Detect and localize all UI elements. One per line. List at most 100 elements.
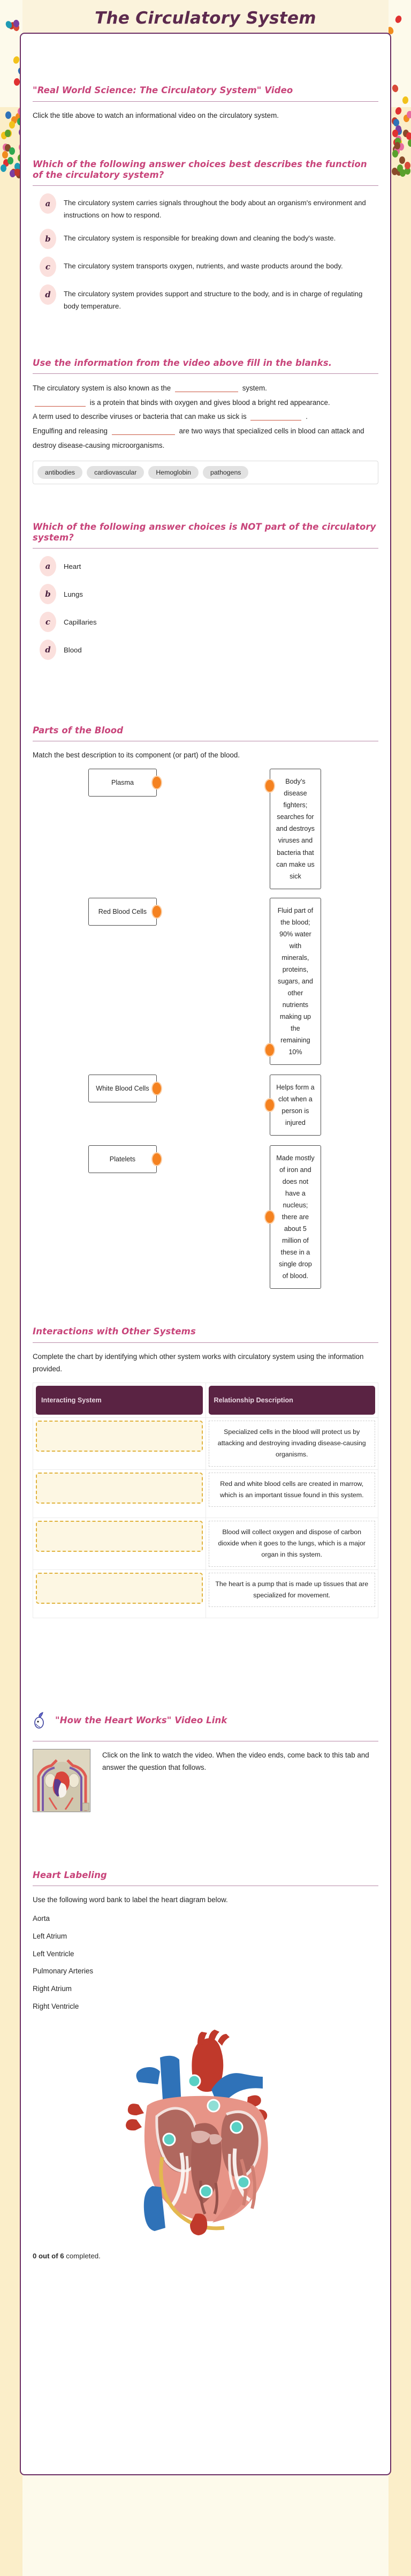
word-chip[interactable]: Hemoglobin [148,465,199,479]
choice-option[interactable]: a Heart [33,556,378,577]
divider [33,548,378,549]
match-knob-icon[interactable] [264,1098,275,1113]
heart-video-thumbnail[interactable] [33,1748,90,1812]
match-description-box[interactable]: Made mostly of iron and does not have a … [264,1145,321,1289]
fib-text-before: A term used to describe viruses or bacte… [33,412,247,421]
match-term-box[interactable]: Red Blood Cells [88,897,162,926]
label-hotspot-aorta[interactable] [187,2074,201,2088]
choice-label: The circulatory system provides support … [64,290,363,310]
match-term-label: Plasma [111,779,134,787]
choice-option[interactable]: b Lungs [33,584,378,605]
description-cell: Red and white blood cells are created in… [205,1469,378,1518]
word-bank-item[interactable]: Left Atrium [33,1932,67,1940]
question-function-heading: Which of the following answer choices be… [33,159,367,180]
question-not-part-heading: Which of the following answer choices is… [33,521,376,543]
video-section-instruction: Click the title above to watch an inform… [33,111,279,119]
match-knob-icon[interactable] [151,776,162,790]
label-hotspot-right-ventricle[interactable] [199,2184,213,2198]
match-description-label: Fluid part of the blood; 90% water with … [277,906,314,1056]
fill-blank-input-3[interactable] [250,412,302,421]
table-header-row: Interacting System Relationship Descript… [33,1382,378,1418]
right-side-band [389,107,411,2576]
fill-blank-line-1: The circulatory system is also known as … [33,381,378,396]
worksheet-card: "Real World Science: The Circulatory Sys… [20,33,391,2476]
choice-letter: a [40,556,56,577]
match-knob-icon[interactable] [151,1152,162,1167]
match-row: Platelets Made mostly of iron and does n… [33,1145,378,1289]
system-drop-target[interactable] [36,1572,203,1604]
match-knob-icon[interactable] [151,1082,162,1095]
interactions-heading: Interactions with Other Systems [33,1326,196,1337]
match-term-box[interactable]: Plasma [88,769,162,797]
word-chip[interactable]: cardiovascular [87,465,144,479]
word-bank-item[interactable]: Right Ventricle [33,2002,79,2011]
choice-option[interactable]: d Blood [33,640,378,660]
description-cell: Specialized cells in the blood will prot… [205,1417,378,1470]
table-row: Blood will collect oxygen and dispose of… [33,1517,378,1570]
fill-blanks-heading: Use the information from the video above… [33,357,332,368]
heart-diagram-wrapper [33,2025,378,2242]
table-header-cell: Relationship Description [205,1382,378,1418]
left-side-band [0,107,22,2576]
match-knob-icon[interactable] [264,779,275,793]
fib-text-before: Engulfing and releasing [33,427,108,435]
match-term-box[interactable]: White Blood Cells [88,1075,162,1102]
fill-blank-input-1[interactable] [174,384,238,392]
match-row: Plasma Body's disease fighters; searches… [33,769,378,889]
match-description-box[interactable]: Helps form a clot when a person is injur… [264,1075,321,1136]
system-drop-cell[interactable] [33,1569,206,1618]
match-term-label: White Blood Cells [96,1084,149,1092]
spacer [33,667,378,725]
choice-option[interactable]: a The circulatory system carries signals… [33,193,378,221]
match-description-label: Body's disease fighters; searches for an… [276,778,315,880]
match-description-box[interactable]: Fluid part of the blood; 90% water with … [264,897,321,1065]
word-bank-item[interactable]: Left Ventricle [33,1949,74,1958]
choice-option[interactable]: c Capillaries [33,612,378,633]
match-knob-icon[interactable] [264,1043,275,1057]
system-drop-cell[interactable] [33,1517,206,1570]
spacer [33,320,378,358]
choice-option[interactable]: c The circulatory system transports oxyg… [33,257,378,277]
word-chip[interactable]: pathogens [203,465,249,479]
word-bank-item[interactable]: Aorta [33,1914,50,1922]
spacer [33,1289,378,1326]
fill-blank-input-4[interactable] [111,427,175,435]
label-hotspot-left-atrium[interactable] [230,2120,243,2134]
match-knob-icon[interactable] [151,904,162,919]
choice-letter: a [40,193,56,214]
word-bank-item[interactable]: Pulmonary Arteries [33,1967,94,1976]
choice-label: Heart [64,562,81,571]
choice-option[interactable]: d The circulatory system provides suppor… [33,284,378,312]
completion-count: 0 out of 6 [33,2251,64,2260]
video-section-heading[interactable]: "Real World Science: The Circulatory Sys… [33,85,293,96]
heart-diagram-image[interactable] [101,2025,310,2240]
system-drop-cell[interactable] [33,1417,206,1470]
choice-option[interactable]: b The circulatory system is responsible … [33,229,378,250]
system-drop-cell[interactable] [33,1469,206,1518]
choice-label: The circulatory system transports oxygen… [64,262,343,271]
heart-label-hotspots [162,2074,250,2198]
system-drop-target[interactable] [36,1420,203,1452]
divider [33,101,378,102]
parts-of-blood-heading: Parts of the Blood [33,725,124,736]
match-description-label: Helps form a clot when a person is injur… [276,1084,315,1127]
label-hotspot-left-ventricle[interactable] [237,2175,250,2189]
description-label: Specialized cells in the blood will prot… [208,1420,375,1467]
heart-video-heading[interactable]: "How the Heart Works" Video Link [55,1715,227,1725]
system-drop-target[interactable] [36,1520,203,1552]
description-label: Red and white blood cells are created in… [208,1472,375,1507]
word-chip[interactable]: antibodies [37,465,83,479]
label-hotspot-right-atrium[interactable] [162,2132,176,2146]
match-description-box[interactable]: Body's disease fighters; searches for an… [264,769,321,889]
table-row: The heart is a pump that is made up tiss… [33,1569,378,1618]
choice-letter: d [40,640,56,660]
match-knob-icon[interactable] [264,1210,275,1225]
match-term-box[interactable]: Platelets [88,1145,162,1174]
fill-blank-input-2[interactable] [35,399,86,407]
label-hotspot-pulmonary-arteries[interactable] [207,2099,220,2113]
word-bank-item[interactable]: Right Atrium [33,1985,72,1993]
spacer [33,1812,378,1870]
fill-blank-line-4: Engulfing and releasing are two ways tha… [33,424,378,453]
system-drop-target[interactable] [36,1472,203,1504]
fib-text-after: is a protein that binds with oxygen and … [89,398,330,407]
